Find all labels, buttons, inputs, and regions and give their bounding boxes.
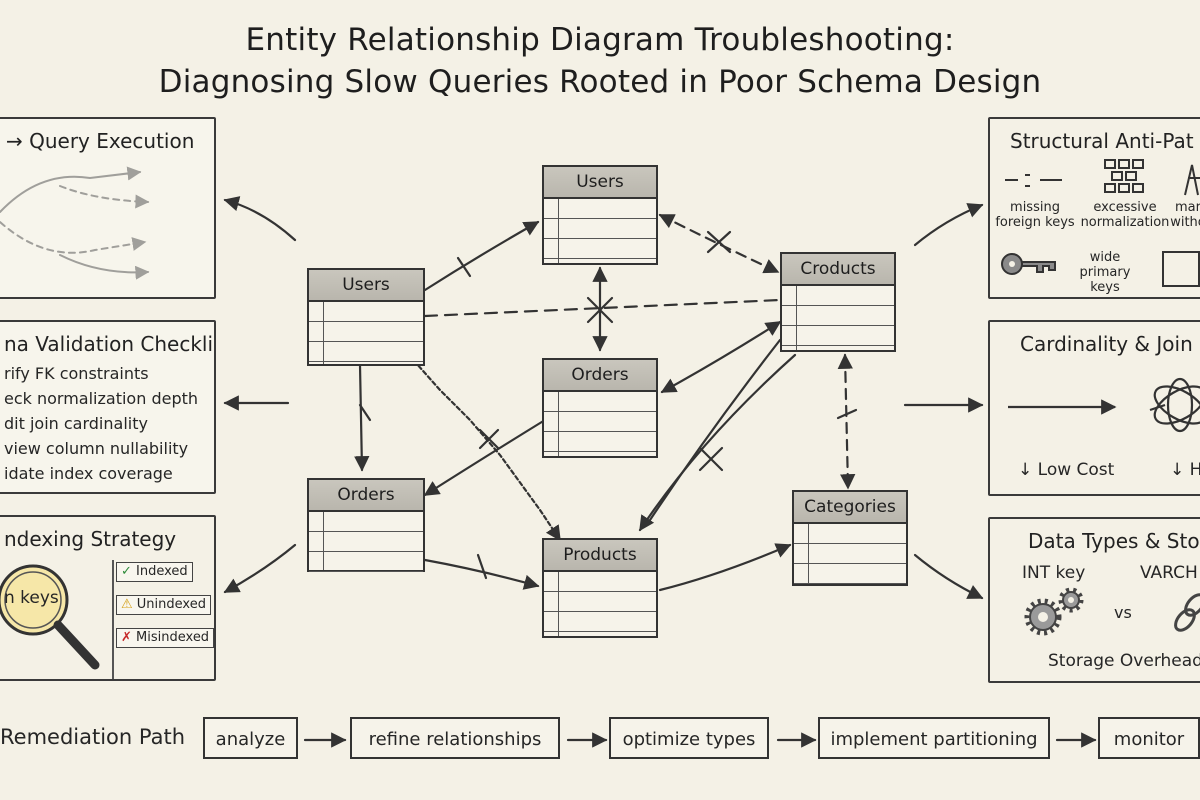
entity-orders-center[interactable]: Orders: [542, 358, 658, 458]
entity-users-left[interactable]: Users: [307, 268, 425, 366]
entity-header: Users: [309, 270, 423, 302]
entity-users-top[interactable]: Users: [542, 165, 658, 265]
varchar-label: VARCH: [1140, 563, 1198, 583]
panel-data-types: Data Types & Stor INT key VARCH vs Stora…: [988, 517, 1200, 683]
storage-overhead-label: Storage Overhead: [1048, 651, 1200, 671]
entity-header: Users: [544, 167, 656, 199]
anti-pattern-normalization: excessive normalization: [1080, 200, 1170, 230]
warning-icon: ⚠: [121, 597, 133, 612]
low-cost-label: ↓ Low Cost: [1018, 460, 1115, 480]
panel-cardinality: Cardinality & Join C ↓ Low Cost ↓ Hig: [988, 320, 1200, 496]
check-icon: ✓: [121, 564, 132, 579]
panel-title-query-execution: → Query Execution: [6, 129, 195, 153]
int-key-label: INT key: [1022, 563, 1086, 583]
panel-title-data-types: Data Types & Stor: [1028, 529, 1200, 553]
checklist-item: view column nullability: [4, 439, 189, 458]
panel-title-cardinality: Cardinality & Join C: [1020, 332, 1200, 356]
tag-indexed: ✓ Indexed: [116, 562, 193, 582]
anti-pattern-missing-fk: missing foreign keys: [995, 200, 1075, 230]
entity-categories[interactable]: Categories: [792, 490, 908, 586]
high-cost-label: ↓ Hig: [1170, 460, 1200, 480]
step-monitor[interactable]: monitor: [1098, 717, 1200, 759]
checklist-item: idate index coverage: [4, 464, 173, 483]
checklist-item: rify FK constraints: [4, 364, 149, 383]
panel-checklist: na Validation Checklist rify FK constrai…: [0, 320, 216, 494]
panel-anti-patterns: Structural Anti-Pat: [988, 117, 1200, 299]
tag-unindexed: ⚠ Unindexed: [116, 595, 211, 615]
remediation-label: Remediation Path: [0, 725, 186, 749]
entity-header: Orders: [544, 360, 656, 392]
vs-label: vs: [1114, 603, 1132, 622]
step-refine-relationships[interactable]: refine relationships: [350, 717, 560, 759]
panel-title-anti-patterns: Structural Anti-Pat: [1010, 129, 1194, 153]
magnifier-label: n keys: [4, 588, 59, 608]
tag-misindexed: ✗ Misindexed: [116, 628, 215, 648]
checklist-item: eck normalization depth: [4, 389, 199, 408]
checklist-item: dit join cardinality: [4, 414, 148, 433]
diagram-title-line1: Entity Relationship Diagram Troubleshoot…: [245, 22, 955, 58]
entity-header: Products: [544, 540, 656, 572]
entity-products-right[interactable]: Croducts: [780, 252, 896, 352]
panel-query-execution: → Query Execution: [0, 117, 216, 299]
step-optimize-types[interactable]: optimize types: [609, 717, 769, 759]
entity-products-bottom[interactable]: Products: [542, 538, 658, 638]
anti-pattern-cut: mar witho: [1170, 200, 1200, 230]
step-implement-partitioning[interactable]: implement partitioning: [818, 717, 1050, 759]
diagram-title-line2: Diagnosing Slow Queries Rooted in Poor S…: [158, 64, 1042, 100]
step-analyze[interactable]: analyze: [203, 717, 298, 759]
entity-header: Categories: [794, 492, 906, 524]
entity-orders-left[interactable]: Orders: [307, 478, 425, 572]
panel-title-indexing: ndexing Strategy: [4, 527, 177, 551]
cross-icon: ✗: [121, 630, 132, 645]
anti-pattern-wide-pk: wide primary keys: [1079, 250, 1131, 295]
entity-header: Croducts: [782, 254, 894, 286]
entity-header: Orders: [309, 480, 423, 512]
panel-indexing: ndexing Strategy: [0, 515, 216, 681]
panel-title-checklist: na Validation Checklist: [4, 332, 216, 356]
